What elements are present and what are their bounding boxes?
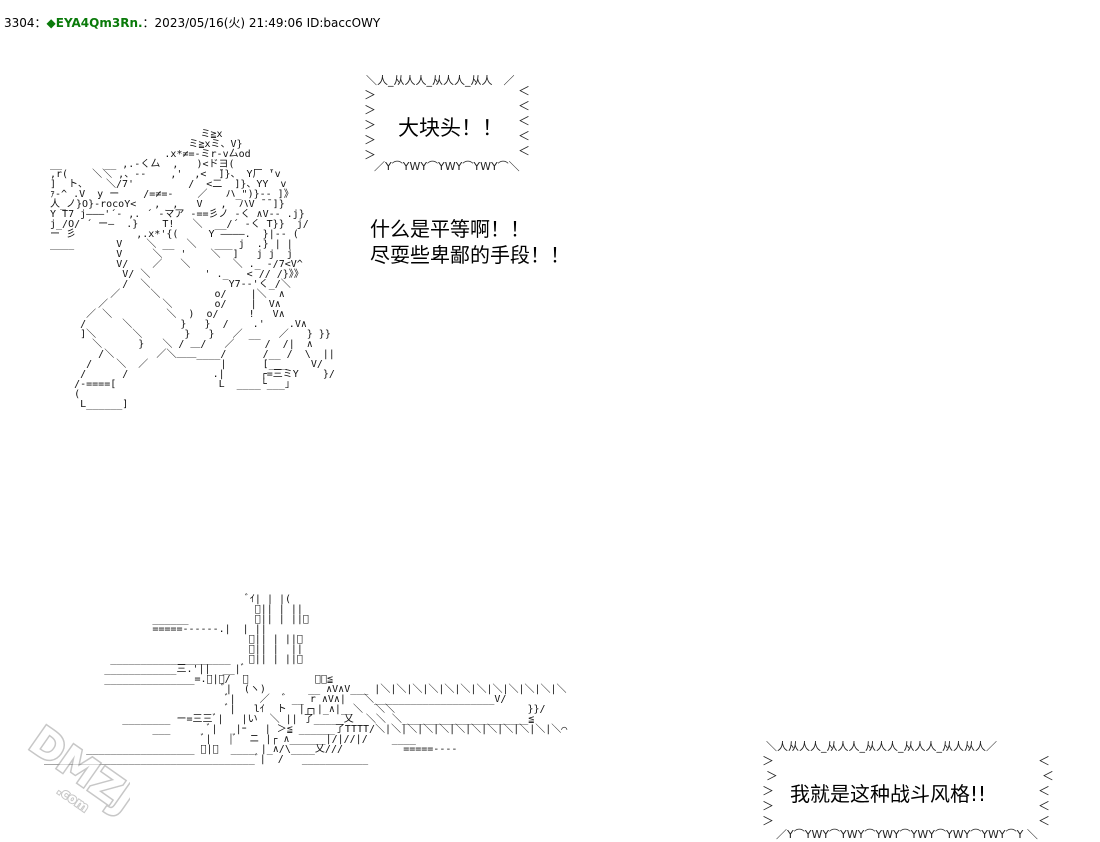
shout-text: 大块头！！ bbox=[398, 116, 503, 140]
watermark-logo: DMZJ .com bbox=[18, 712, 144, 824]
shout-bubble-bottom: ＼人从人人_从人人_从人人_从人人_从人从人／ ＞ ＞ ＞ ＞ ＞ ＜ ＜ ＜ … bbox=[762, 738, 1092, 842]
bubble-edge-top: ＼人从人人_从人人_从人人_从人人_从人从人／ bbox=[766, 740, 997, 753]
scene-ascii-art: ﾞｲ| | |( ﾞ|| | || ______ ﾞ|| | ||ﾞ =====… bbox=[44, 594, 568, 765]
bubble-edge-left: ＞ ＞ ＞ ＞ ＞ bbox=[762, 754, 778, 828]
bubble-edge-bottom: ／Y⌒YWY⌒YWY⌒YWY⌒YWY⌒YWY⌒YWY⌒Y ＼ bbox=[776, 828, 1038, 841]
shout-text: 我就是这种战斗风格!! bbox=[790, 782, 987, 806]
bubble-edge-right: ＜ ＜ ＜ ＜ ＜ bbox=[518, 84, 531, 158]
bubble-edge-right: ＜ ＜ ＜ ＜ ＜ bbox=[1038, 754, 1054, 828]
post-number: 3304： bbox=[4, 16, 47, 30]
shout-bubble-top: ＼人_从人人_从人人_从人 ／ ＞ ＞ ＞ ＞ ＞ ＜ ＜ ＜ ＜ ＜ 大块头！… bbox=[358, 72, 548, 182]
dialogue: 什么是平等啊！！ 尽耍些卑鄙的手段！！ bbox=[370, 216, 570, 268]
dialogue-line-2: 尽耍些卑鄙的手段！！ bbox=[370, 243, 570, 267]
bubble-edge-top: ＼人_从人人_从人人_从人 ／ bbox=[366, 74, 515, 87]
poster-name[interactable]: ◆EYA4Qm3Rn. bbox=[46, 16, 143, 30]
character-ascii-art: ミ≧x ミ≧xミ、V} .x*≠=-ミr-v厶od __ __ ,.-く厶 , … bbox=[50, 129, 335, 410]
bubble-edge-bottom: ／Y⌒YWY⌒YWY⌒YWY⌒＼ bbox=[374, 160, 520, 173]
dialogue-line-1: 什么是平等啊！！ bbox=[370, 217, 530, 241]
post-header: 3304：◆EYA4Qm3Rn.：2023/05/16(火) 21:49:06 … bbox=[4, 14, 380, 31]
bubble-edge-left: ＞ ＞ ＞ ＞ ＞ bbox=[364, 88, 377, 162]
watermark-logo-icon: DMZJ .com bbox=[19, 716, 144, 824]
post-datetime: ：2023/05/16(火) 21:49:06 ID:baccOWY bbox=[142, 16, 381, 30]
